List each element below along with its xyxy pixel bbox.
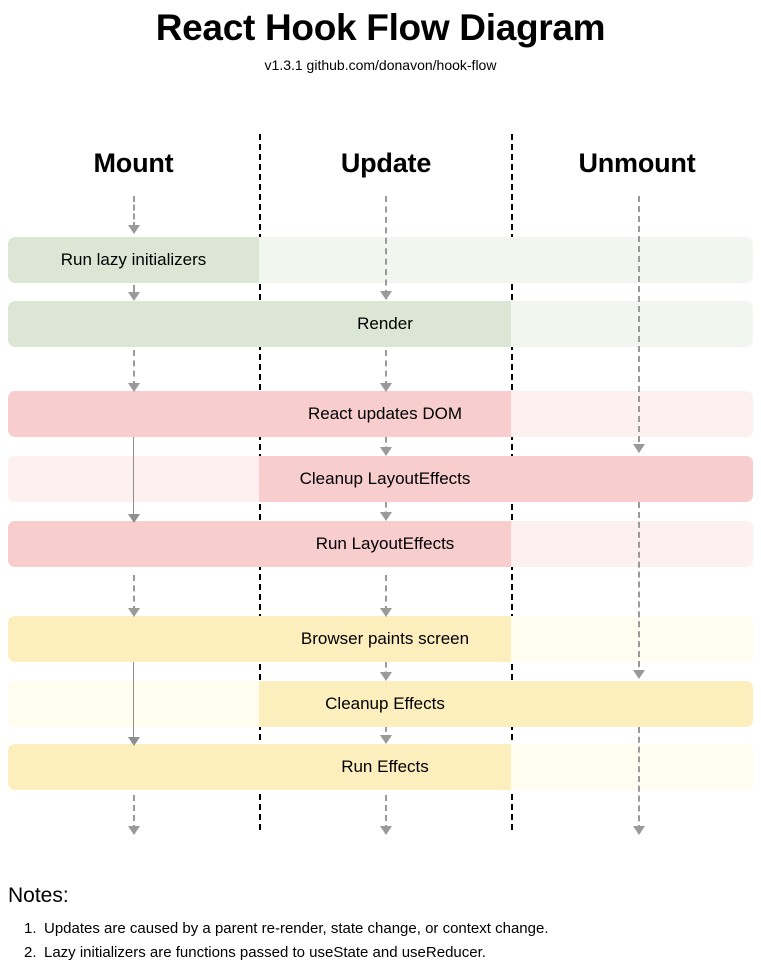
segment-update bbox=[259, 521, 511, 567]
segment-unmount bbox=[511, 616, 753, 662]
stage-label: Browser paints screen bbox=[300, 629, 470, 648]
segment-unmount bbox=[511, 456, 753, 502]
segment-update bbox=[259, 681, 511, 727]
stage-row-react-updates-dom: React updates DOM bbox=[8, 391, 753, 437]
note-number: 2. bbox=[24, 944, 37, 961]
segment-mount bbox=[8, 301, 259, 347]
segment-mount bbox=[8, 744, 259, 790]
stage-label: Render bbox=[357, 314, 413, 333]
stage-row-run-effects: Run Effects bbox=[8, 744, 753, 790]
segment-update bbox=[259, 744, 511, 790]
segment-mount bbox=[8, 237, 259, 283]
stage-label: Cleanup LayoutEffects bbox=[299, 469, 471, 488]
note-item: 1. Updates are caused by a parent re-rend… bbox=[24, 919, 549, 939]
notes-heading: Notes: bbox=[8, 884, 69, 907]
stage-row-cleanup-layouteffects: Cleanup LayoutEffects bbox=[8, 456, 753, 502]
stage-label: Cleanup Effects bbox=[325, 694, 445, 713]
stage-row-browser-paints-screen: Browser paints screen bbox=[8, 616, 753, 662]
segment-mount bbox=[8, 616, 259, 662]
segment-unmount bbox=[511, 681, 753, 727]
column-header-unmount: Unmount bbox=[578, 148, 696, 178]
segment-update bbox=[259, 391, 511, 437]
column-header-update: Update bbox=[340, 148, 432, 178]
note-text: Updates are caused by a parent re-render… bbox=[44, 920, 549, 937]
segment-unmount bbox=[511, 391, 753, 437]
stage-label: Run lazy initializers bbox=[60, 250, 207, 269]
stage-row-run-lazy-initializers: Run lazy initializers bbox=[8, 237, 753, 283]
stage-row-cleanup-effects: Cleanup Effects bbox=[8, 681, 753, 727]
stage-row-run-layouteffects: Run LayoutEffects bbox=[8, 521, 753, 567]
segment-update bbox=[259, 616, 511, 662]
column-header-mount: Mount bbox=[93, 148, 174, 178]
stage-label: Run LayoutEffects bbox=[315, 534, 455, 553]
segment-unmount bbox=[511, 744, 753, 790]
page-title: React Hook Flow Diagram bbox=[155, 7, 606, 48]
stage-label: React updates DOM bbox=[307, 404, 462, 423]
segment-update bbox=[259, 456, 511, 502]
segment-unmount bbox=[511, 301, 753, 347]
note-number: 1. bbox=[24, 920, 37, 937]
segment-unmount bbox=[511, 521, 753, 567]
segment-update bbox=[259, 301, 511, 347]
segment-unmount bbox=[511, 237, 753, 283]
note-text: Lazy initializers are functions passed t… bbox=[44, 944, 486, 961]
page-subtitle: v1.3.1 github.com/donavon/hook-flow bbox=[264, 57, 497, 73]
note-item: 2. Lazy initializers are functions passed… bbox=[24, 943, 486, 963]
segment-mount bbox=[8, 391, 259, 437]
stage-row-render: Render bbox=[8, 301, 753, 347]
segment-mount bbox=[8, 521, 259, 567]
stage-label: Run Effects bbox=[341, 757, 429, 776]
